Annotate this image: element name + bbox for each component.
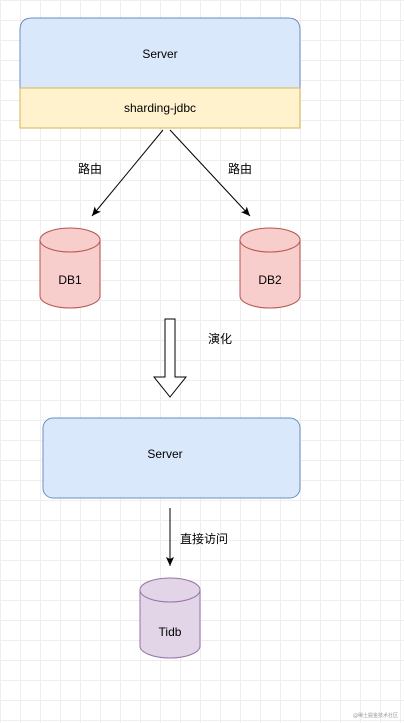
tidb-label: Tidb [159,625,182,639]
sharding-jdbc-label: sharding-jdbc [124,101,196,115]
evolve-arrow [152,318,188,398]
db2-node[interactable]: DB2 [239,227,301,309]
bottom-server-label: Server [147,447,182,461]
tidb-cylinder-rim [139,589,201,603]
db1-cylinder-rim [39,239,101,253]
top-server-box [19,17,301,89]
db1-label: DB1 [58,273,82,287]
db1-cylinder [39,227,101,309]
bottom-server-box [42,417,301,499]
top-server-node[interactable]: Server [19,17,301,89]
bottom-server-node[interactable]: Server [42,417,301,499]
route-right-label: 路由 [228,161,252,176]
tidb-node[interactable]: Tidb [139,577,201,659]
db2-cylinder [239,227,301,309]
evolve-label: 演化 [208,331,232,346]
tidb-cylinder [139,577,201,659]
db2-label: DB2 [258,273,282,287]
route-left-arrow [91,129,164,217]
sharding-jdbc-box [19,87,301,129]
sharding-jdbc-node[interactable]: sharding-jdbc [19,87,301,129]
db1-node[interactable]: DB1 [39,227,101,309]
db2-cylinder-rim [239,239,301,253]
watermark: @稀土掘金技术社区 [353,712,398,719]
route-left-label: 路由 [78,161,102,176]
direct-access-label: 直接访问 [180,531,228,546]
top-server-label: Server [142,47,177,61]
route-right-arrow [169,129,251,217]
